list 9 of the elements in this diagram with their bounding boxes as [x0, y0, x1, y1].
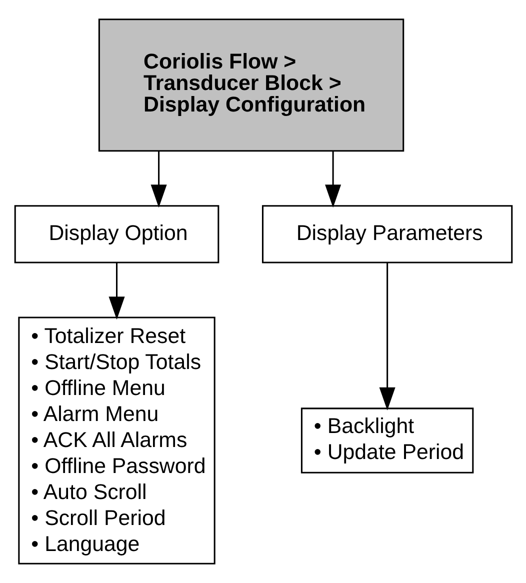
node-box: • Totalizer Reset • Start/Stop Totals • Offline Menu • Alarm Menu • ACK All Alarms • Offline Password • Auto Scroll • Scroll Period • Language — [18, 316, 215, 564]
node-box: Coriolis Flow > Transducer Block > Display Configuration — [98, 18, 404, 152]
arrow — [324, 150, 341, 208]
node-box: Display Option — [14, 205, 219, 264]
arrow — [150, 150, 166, 208]
arrow — [378, 262, 395, 410]
arrow — [108, 262, 124, 320]
node-box: Display Parameters — [261, 205, 512, 264]
node-box: • Backlight • Update Period — [300, 408, 474, 474]
